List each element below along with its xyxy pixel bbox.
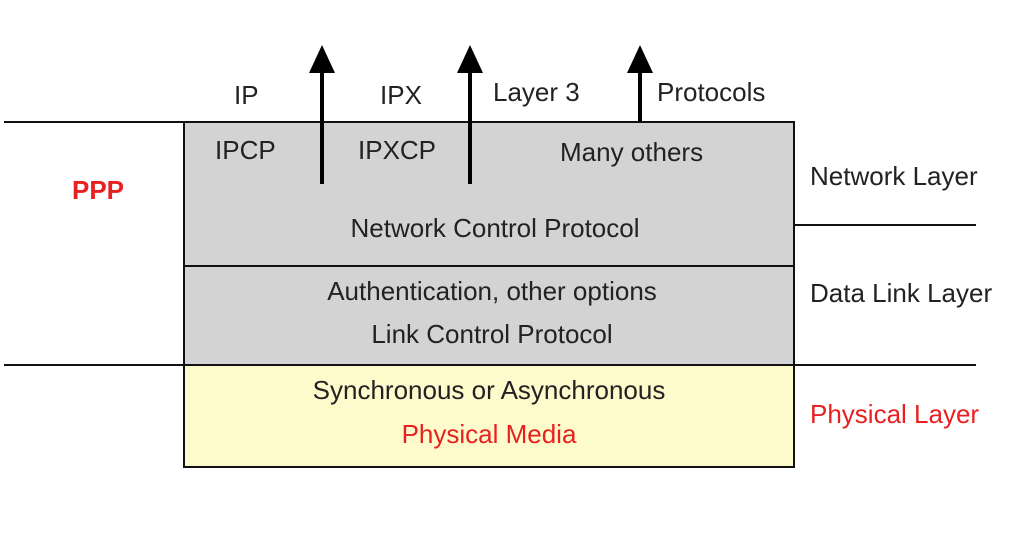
network-datalink-separator-line: [793, 224, 976, 226]
authentication-options-label: Authentication, other options: [327, 276, 657, 306]
network-control-protocol-box: [183, 121, 795, 267]
ppp-label: PPP: [72, 175, 125, 205]
ipcp-label: IPCP: [215, 135, 276, 165]
top-separator-line: [4, 121, 186, 123]
ipxcp-label: IPXCP: [358, 135, 437, 165]
physical-media-box: [183, 364, 795, 468]
ip-label: IP: [234, 80, 259, 110]
physical-layer-label: Physical Layer: [810, 399, 980, 429]
network-control-protocol-label: Network Control Protocol: [350, 213, 640, 243]
ipx-up-arrow: [455, 45, 485, 184]
layer3-label: Layer 3: [493, 77, 580, 107]
data-link-layer-label: Data Link Layer: [810, 278, 993, 308]
protocols-up-arrow: [625, 45, 655, 122]
ip-up-arrow: [307, 45, 337, 184]
protocols-label: Protocols: [657, 77, 766, 107]
sync-async-label: Synchronous or Asynchronous: [312, 375, 666, 405]
physical-media-label: Physical Media: [401, 419, 577, 449]
link-control-protocol-label: Link Control Protocol: [371, 319, 613, 349]
network-layer-label: Network Layer: [810, 161, 978, 191]
ipx-label: IPX: [380, 80, 422, 110]
many-others-label: Many others: [560, 137, 704, 167]
